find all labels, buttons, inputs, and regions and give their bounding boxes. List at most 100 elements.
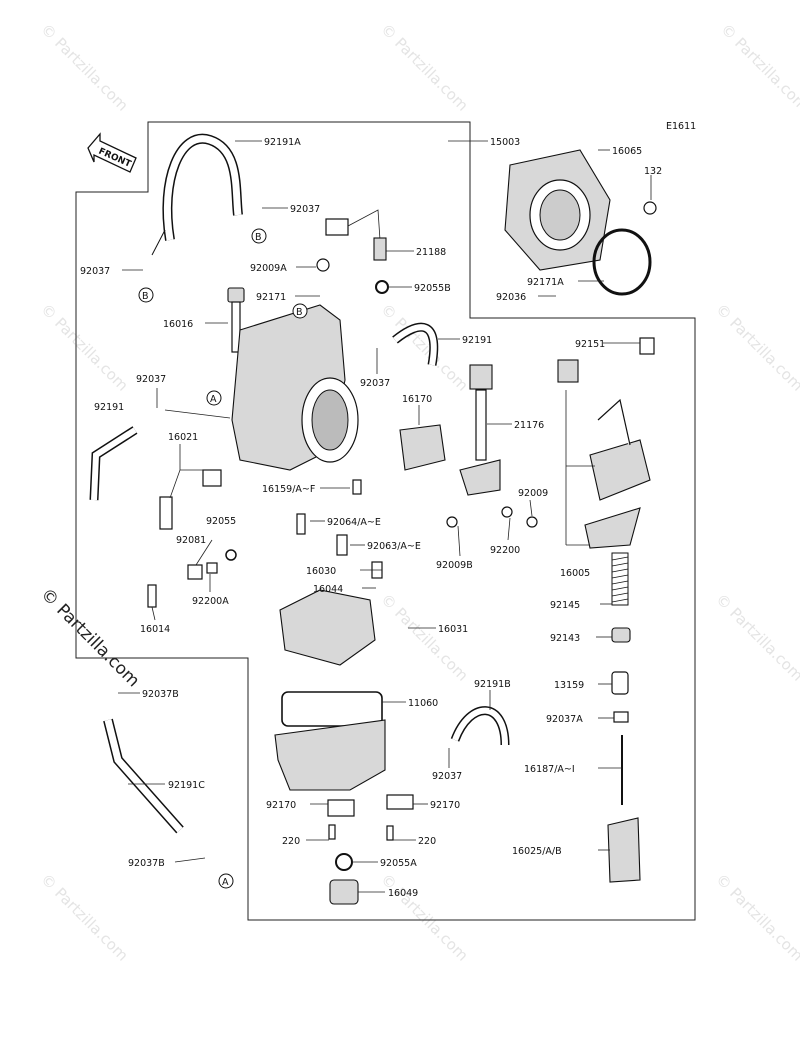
marker-b xyxy=(251,228,267,244)
part-label: 11060 xyxy=(408,698,438,709)
part-label: 92037 xyxy=(80,266,110,277)
marker-a-label: A xyxy=(222,877,229,888)
sensor-16170 xyxy=(399,424,446,471)
part-label: 92009A xyxy=(250,263,287,274)
part-label: 92037A xyxy=(546,714,583,725)
jet-16159 xyxy=(352,479,362,495)
part-label: 16021 xyxy=(168,432,198,443)
watermark: © Partzilla.com xyxy=(712,870,800,965)
watermark: © Partzilla.com xyxy=(37,300,132,395)
part-label: 16005 xyxy=(560,568,590,579)
screw-220-left xyxy=(328,824,336,840)
part-label: 92191C xyxy=(168,780,205,791)
plug-92143 xyxy=(611,627,631,643)
spring-92081 xyxy=(187,564,203,580)
part-label: 220 xyxy=(282,836,300,847)
float-bowl xyxy=(274,719,386,791)
part-label: 92036 xyxy=(496,292,526,303)
part-label: 92037B xyxy=(128,858,165,869)
plate-92170-right xyxy=(386,794,414,810)
jet-92064 xyxy=(296,513,306,535)
gasket-11060 xyxy=(281,691,383,727)
part-label: 92170 xyxy=(266,800,296,811)
marker-a xyxy=(206,390,222,406)
clamp-92171a xyxy=(592,228,652,296)
part-label: 92055 xyxy=(206,516,236,527)
part-label: 92151 xyxy=(575,339,605,350)
part-label: 92143 xyxy=(550,633,580,644)
screw-92009a xyxy=(316,258,330,272)
marker-b-label: B xyxy=(296,307,303,318)
watermark-layer: © Partzilla.com © Partzilla.com © Partzi… xyxy=(36,20,800,965)
part-label: 92055B xyxy=(414,283,451,294)
part-label: 92200A xyxy=(192,596,229,607)
part-label: 92037 xyxy=(432,771,462,782)
part-label: 16049 xyxy=(388,888,418,899)
part-label: 92055A xyxy=(380,858,417,869)
drain-plug-16049 xyxy=(329,879,359,905)
jet-92063 xyxy=(336,534,348,556)
screw-16021 xyxy=(159,496,173,530)
marker-a xyxy=(218,873,234,889)
spring-cap xyxy=(557,359,579,383)
watermark: © Partzilla.com xyxy=(37,20,132,115)
part-label: 92191 xyxy=(462,335,492,346)
screw-220-right xyxy=(386,825,394,841)
part-label: 92063/A~E xyxy=(367,541,421,552)
marker-a-label: A xyxy=(210,394,217,405)
diagram-code: E1611 xyxy=(666,121,696,132)
clip-92037a xyxy=(613,711,629,723)
diagram-frame xyxy=(75,121,696,921)
front-arrow-icon: FRONT xyxy=(87,132,137,173)
slide-16025 xyxy=(607,817,641,883)
part-label: 16065 xyxy=(612,146,642,157)
watermark: © Partzilla.com xyxy=(377,300,472,395)
leader-lines xyxy=(118,140,652,893)
washer-92200 xyxy=(501,506,513,518)
screw-92009b xyxy=(446,516,458,528)
sensor-connector-21188 xyxy=(325,218,349,236)
watermark: © Partzilla.com xyxy=(712,590,800,685)
watermark: © Partzilla.com xyxy=(37,870,132,965)
part-label: 16170 xyxy=(402,394,432,405)
part-label: 15003 xyxy=(490,137,520,148)
part-label: 16016 xyxy=(163,319,193,330)
top-cover xyxy=(589,439,651,501)
watermark: © Partzilla.com xyxy=(377,20,472,115)
part-label: 13159 xyxy=(554,680,584,691)
part-label: 21188 xyxy=(416,247,446,258)
part-label: 92081 xyxy=(176,535,206,546)
plate-92170-left xyxy=(327,799,355,817)
part-label: 92037 xyxy=(290,204,320,215)
screw-92009 xyxy=(526,516,538,528)
spring-92145 xyxy=(611,552,629,606)
o-ring-92055b xyxy=(375,280,389,294)
sensor-21176 xyxy=(469,364,493,390)
marker-b-label: B xyxy=(255,232,262,243)
spring-16021 xyxy=(202,469,222,487)
part-label: 92191B xyxy=(474,679,511,690)
o-ring-92055 xyxy=(225,549,237,561)
part-label: 92037 xyxy=(360,378,390,389)
float-16031 xyxy=(279,589,376,666)
watermark: © Partzilla.com xyxy=(377,590,472,685)
watermark: © Partzilla.com xyxy=(377,870,472,965)
part-label: 16044 xyxy=(313,584,343,595)
part-label: 92191 xyxy=(94,402,124,413)
part-label: 16030 xyxy=(306,566,336,577)
part-label: 92171 xyxy=(256,292,286,303)
part-label: 21176 xyxy=(514,420,544,431)
part-label: 132 xyxy=(644,166,662,177)
watermark: © Partzilla.com xyxy=(712,300,800,395)
part-label: 92037 xyxy=(136,374,166,385)
part-label: 92191A xyxy=(264,137,301,148)
part-label: 16031 xyxy=(438,624,468,635)
parts-illustrations xyxy=(89,133,657,905)
marker-b xyxy=(138,287,154,303)
adjuster-16016 xyxy=(227,287,245,303)
watermark: © Partzilla.com xyxy=(717,20,800,115)
part-label: 16025/A/B xyxy=(512,846,562,857)
part-label: 92145 xyxy=(550,600,580,611)
part-label: 92009B xyxy=(436,560,473,571)
